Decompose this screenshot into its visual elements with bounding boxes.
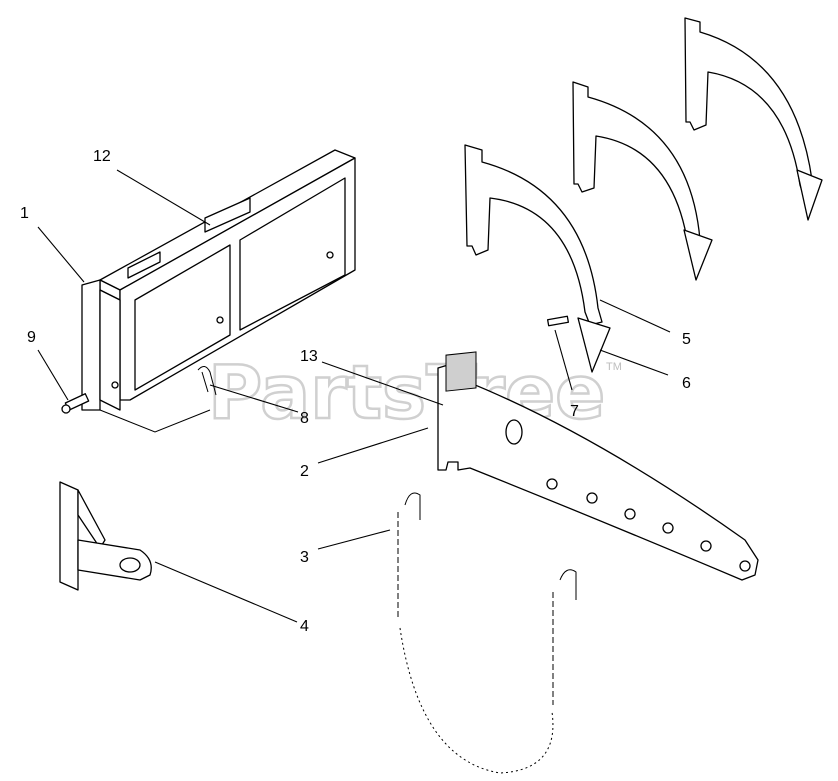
callout-6: 6 [682, 375, 691, 392]
hairpin-clip [197, 366, 217, 396]
callout-9: 9 [27, 329, 36, 346]
callout-7: 7 [570, 403, 579, 420]
callout-8: 8 [300, 410, 309, 427]
hitch-bracket [59, 481, 152, 591]
callout-12: 12 [93, 148, 111, 165]
callout-1: 1 [20, 205, 29, 222]
tine-pin [546, 315, 570, 327]
watermark-trademark: TM [606, 361, 622, 373]
pin [61, 393, 90, 414]
tine-rear [684, 17, 823, 221]
chain [397, 492, 577, 774]
watermark: PartsTree TM [207, 349, 622, 438]
callout-5: 5 [682, 331, 691, 348]
leader-lines [37, 169, 671, 623]
tine-middle [572, 81, 713, 281]
mounting-frame [81, 149, 356, 433]
callout-3: 3 [300, 549, 309, 566]
drawbar [437, 351, 759, 581]
callout-labels: 1 12 9 8 13 2 3 4 5 6 7 [20, 148, 691, 635]
callout-4: 4 [300, 618, 309, 635]
callout-2: 2 [300, 463, 309, 480]
callout-13: 13 [300, 348, 318, 365]
